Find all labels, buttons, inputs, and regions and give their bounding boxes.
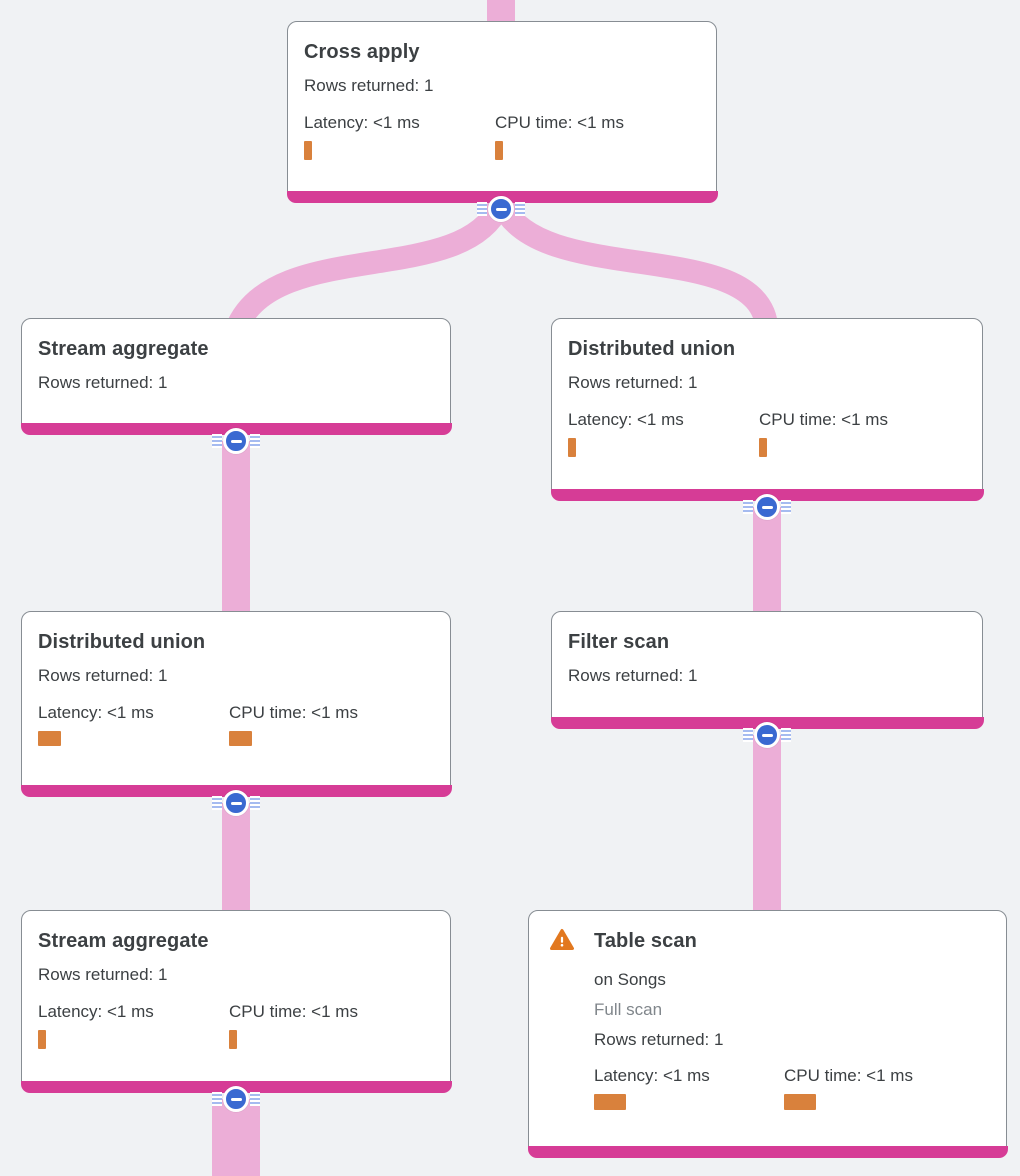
warning-icon [550,928,574,952]
minus-icon [754,722,780,748]
latency-metric: Latency: <1 ms [304,111,495,160]
minus-icon [223,428,249,454]
plan-node-distributed-union[interactable]: Distributed union Rows returned: 1 Laten… [550,318,984,501]
collapse-node-button[interactable] [477,196,525,222]
minus-icon [223,790,249,816]
plan-node-table-scan[interactable]: Table scan on Songs Full scan Rows retur… [527,910,1008,1158]
node-title: Filter scan [568,631,670,653]
latency-bar [38,1030,46,1049]
cpu-time-bar [759,438,767,457]
plan-node-filter-scan[interactable]: Filter scan Rows returned: 1 [550,611,984,729]
edge [753,735,781,917]
node-title: Cross apply [304,41,420,63]
metrics-row: Latency: <1 ms CPU time: <1 ms [568,408,966,457]
cpu-time-label: CPU time: <1 ms [784,1066,913,1085]
edge [492,200,779,332]
rows-returned: Rows returned: 1 [38,666,168,685]
table-scan-details: on Songs Full scan Rows returned: 1 [594,965,990,1055]
plan-node-stream-aggregate[interactable]: Stream aggregate Rows returned: 1 Latenc… [20,910,452,1093]
node-accent-bar [527,1145,1008,1158]
collapse-stripes-icon [250,434,260,448]
collapse-stripes-icon [743,500,753,514]
cpu-time-label: CPU time: <1 ms [229,703,358,722]
cpu-time-label: CPU time: <1 ms [229,1002,358,1021]
collapse-stripes-icon [212,796,222,810]
latency-bar [568,438,576,457]
cpu-time-label: CPU time: <1 ms [759,410,888,429]
plan-node-cross-apply[interactable]: Cross apply Rows returned: 1 Latency: <1… [286,21,718,203]
minus-icon [488,196,514,222]
metrics-row: Latency: <1 ms CPU time: <1 ms [304,111,700,160]
latency-label: Latency: <1 ms [304,113,420,132]
collapse-stripes-icon [250,796,260,810]
rows-returned: Rows returned: 1 [568,373,698,392]
latency-label: Latency: <1 ms [38,1002,154,1021]
rows-returned: Rows returned: 1 [38,373,168,392]
latency-label: Latency: <1 ms [594,1066,710,1085]
plan-node-stream-aggregate[interactable]: Stream aggregate Rows returned: 1 [20,318,452,435]
cpu-time-bar [229,1030,237,1049]
edge [753,507,781,619]
cpu-time-bar [784,1094,816,1110]
minus-icon [223,1086,249,1112]
rows-returned: Rows returned: 1 [594,1030,724,1049]
collapse-stripes-icon [212,434,222,448]
plan-node-distributed-union[interactable]: Distributed union Rows returned: 1 Laten… [20,611,452,797]
collapse-stripes-icon [515,202,525,216]
cpu-metric: CPU time: <1 ms [229,1000,358,1049]
collapse-node-button[interactable] [212,790,260,816]
metrics-row: Latency: <1 ms CPU time: <1 ms [594,1064,990,1110]
cpu-metric: CPU time: <1 ms [784,1064,974,1110]
latency-label: Latency: <1 ms [568,410,684,429]
latency-bar [594,1094,626,1110]
cpu-metric: CPU time: <1 ms [495,111,624,160]
scan-target: on Songs [594,970,666,989]
collapse-stripes-icon [477,202,487,216]
collapse-stripes-icon [212,1092,222,1106]
latency-bar [38,731,61,746]
table-scan-body: Table scan on Songs Full scan Rows retur… [594,929,990,1110]
collapse-stripes-icon [781,728,791,742]
rows-returned: Rows returned: 1 [568,666,698,685]
metrics-row: Latency: <1 ms CPU time: <1 ms [38,1000,434,1049]
node-title: Distributed union [568,338,736,360]
minus-icon [754,494,780,520]
cpu-metric: CPU time: <1 ms [229,701,358,746]
cpu-time-label: CPU time: <1 ms [495,113,624,132]
collapse-node-button[interactable] [212,1086,260,1112]
edge [222,803,250,918]
edge [222,441,250,619]
cpu-time-bar [495,141,503,160]
rows-returned: Rows returned: 1 [304,76,434,95]
latency-metric: Latency: <1 ms [568,408,759,457]
collapse-node-button[interactable] [743,494,791,520]
metrics-row: Latency: <1 ms CPU time: <1 ms [38,701,434,746]
cpu-metric: CPU time: <1 ms [759,408,888,457]
latency-bar [304,141,312,160]
latency-metric: Latency: <1 ms [594,1064,784,1110]
node-title: Table scan [594,930,697,952]
cpu-time-bar [229,731,252,746]
node-title: Stream aggregate [38,338,209,360]
node-title: Stream aggregate [38,930,209,952]
latency-label: Latency: <1 ms [38,703,154,722]
edge [225,200,510,335]
latency-metric: Latency: <1 ms [38,701,229,746]
collapse-stripes-icon [250,1092,260,1106]
collapse-stripes-icon [743,728,753,742]
node-title: Distributed union [38,631,206,653]
latency-metric: Latency: <1 ms [38,1000,229,1049]
collapse-node-button[interactable] [743,722,791,748]
collapse-stripes-icon [781,500,791,514]
collapse-node-button[interactable] [212,428,260,454]
scan-mode: Full scan [594,1000,663,1019]
rows-returned: Rows returned: 1 [38,965,168,984]
